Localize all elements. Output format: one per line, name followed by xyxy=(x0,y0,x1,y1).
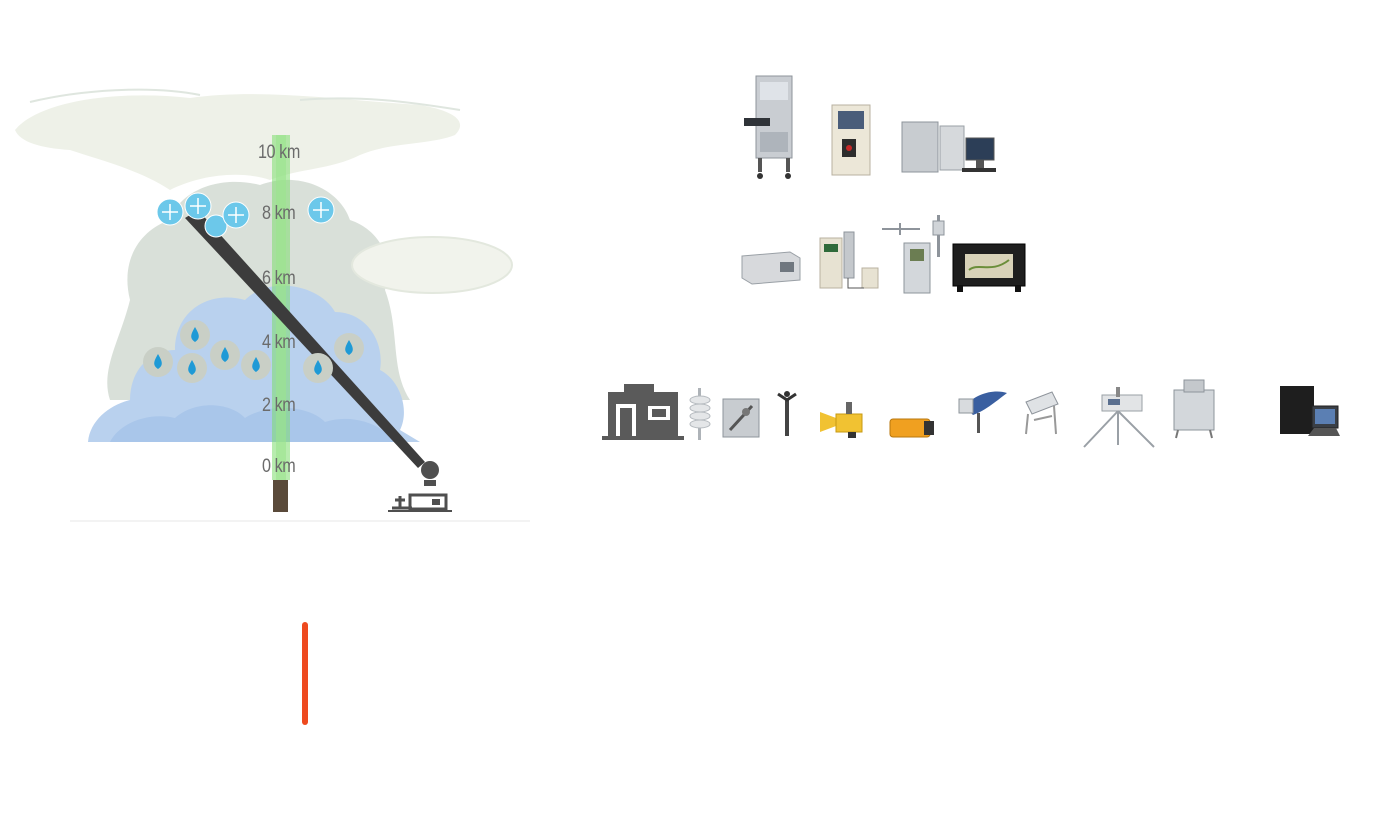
cloud-illustration xyxy=(15,88,530,522)
solar-tracker-icon xyxy=(1025,391,1059,435)
cloud-profile-diagram: 10 km 8 km 6 km 4 km 2 km 0 km xyxy=(0,50,540,530)
laptop-case-icon xyxy=(1280,386,1340,436)
tripod-sensor-icon xyxy=(1083,387,1155,448)
yellow-sensor-icon xyxy=(820,402,863,438)
rack-analyzer-icon xyxy=(741,251,801,285)
altitude-label-2km: 2 km xyxy=(262,395,296,416)
ground-post xyxy=(273,480,288,512)
rain-droplets xyxy=(143,320,364,383)
lab-cabinet-icon xyxy=(744,75,793,179)
station-building-icon xyxy=(602,384,684,440)
ground-radar-station xyxy=(388,461,452,512)
orange-sensor-icon xyxy=(889,418,934,438)
anvil-cloud xyxy=(15,94,461,190)
black-analyzer-box-icon xyxy=(952,243,1026,292)
altitude-label-6km: 6 km xyxy=(262,268,296,289)
analyzer-panel-icon xyxy=(831,104,871,176)
altitude-label-4km: 4 km xyxy=(262,332,296,353)
sampler-column-icon xyxy=(819,231,879,289)
radiometer-icon xyxy=(958,391,1007,433)
radar-beam xyxy=(185,210,425,468)
slide-progress-indicator[interactable] xyxy=(302,622,308,725)
altitude-label-8km: 8 km xyxy=(262,203,296,224)
anemometer-icon xyxy=(777,391,797,436)
altitude-label-0km: 0 km xyxy=(262,456,296,477)
mast-station-icon xyxy=(882,215,945,294)
altitude-label-10km: 10 km xyxy=(258,142,300,163)
container-analyzer-icon xyxy=(1173,379,1215,439)
sensor-panel-icon xyxy=(722,398,760,438)
radiation-shield-icon xyxy=(689,388,711,440)
side-cloud xyxy=(351,236,513,294)
computer-station-icon xyxy=(901,121,996,173)
